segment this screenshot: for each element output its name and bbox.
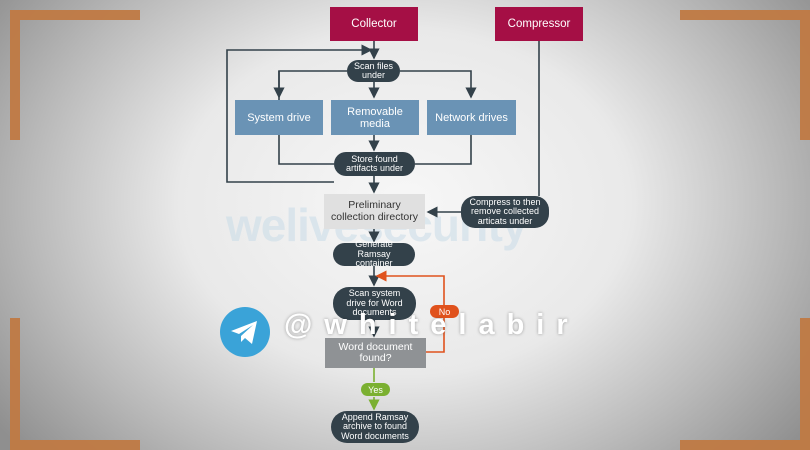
- bottom-right-bracket: [680, 318, 810, 450]
- store-found-node: Store found artifacts under: [334, 152, 415, 176]
- system-drive-box: System drive: [235, 100, 323, 135]
- top-left-bracket: [10, 10, 140, 140]
- generate-container-node: Generate Ramsay container: [333, 240, 415, 268]
- network-drives-box: Network drives: [427, 100, 516, 135]
- telegram-handle: @whitelabir: [284, 309, 580, 341]
- word-document-found-box: Word document found?: [325, 338, 426, 368]
- no-badge: No: [430, 305, 459, 318]
- compressor-box: Compressor: [495, 7, 583, 41]
- compress-node: Compress to then remove collected artica…: [461, 196, 549, 228]
- preliminary-directory-box: Preliminary collection directory: [324, 194, 425, 229]
- scan-files-node: Scan files under: [347, 60, 400, 82]
- collector-box: Collector: [330, 7, 418, 41]
- scan-system-drive-node: Scan system drive for Word documents: [333, 287, 416, 320]
- yes-badge: Yes: [361, 383, 390, 396]
- bottom-left-bracket: [10, 318, 140, 450]
- telegram-icon: [220, 307, 270, 357]
- removable-media-box: Removable media: [331, 100, 419, 135]
- append-archive-node: Append Ramsay archive to found Word docu…: [331, 411, 419, 443]
- top-right-bracket: [680, 10, 810, 140]
